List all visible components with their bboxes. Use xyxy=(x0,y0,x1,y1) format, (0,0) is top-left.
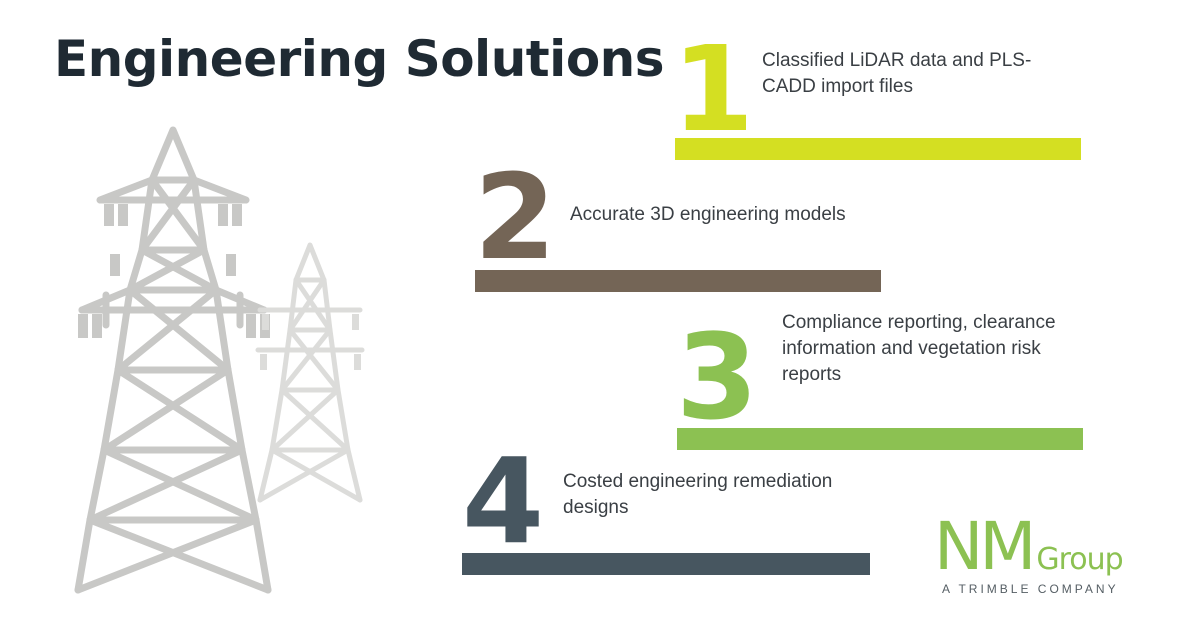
large-tower-icon xyxy=(74,126,272,594)
logo-brand: NM xyxy=(934,508,1036,585)
step-3-bar xyxy=(677,428,1083,450)
step-1-number: 1 xyxy=(672,20,755,158)
small-tower-icon xyxy=(255,242,365,503)
step-4-number: 4 xyxy=(462,432,545,570)
step-2-bar xyxy=(475,270,881,292)
step-2-number: 2 xyxy=(474,148,557,286)
step-2-text: Accurate 3D engineering models xyxy=(570,204,846,225)
logo-tagline: A TRIMBLE COMPANY xyxy=(942,582,1119,596)
step-1-bar xyxy=(675,138,1081,160)
logo-brand-suffix: Group xyxy=(1036,542,1123,577)
step-4-bar xyxy=(462,553,870,575)
step-1-text: Classified LiDAR data and PLS-CADD impor… xyxy=(762,50,1032,97)
page-title: Engineering Solutions xyxy=(54,30,665,88)
step-4-text: Costed engineering remediation designs xyxy=(563,471,833,518)
step-3-number: 3 xyxy=(676,308,759,446)
step-3-text: Compliance reporting, clearance informat… xyxy=(782,312,1056,385)
transmission-towers-illustration xyxy=(74,126,365,594)
